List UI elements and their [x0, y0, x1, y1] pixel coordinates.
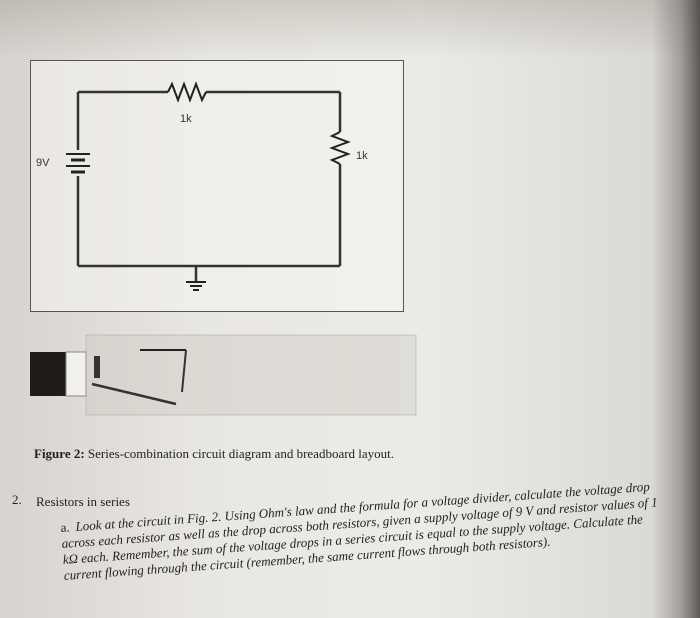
question-part-marker: a.: [60, 519, 71, 535]
breadboard-outline: [85, 334, 417, 416]
top-resistor-label: 1k: [180, 113, 192, 125]
page-edge-shadow: [652, 0, 700, 618]
breadboard-component: [94, 356, 100, 378]
figure-caption: Figure 2: Series-combination circuit dia…: [34, 446, 394, 462]
breadboard-wire-diagonal: [91, 382, 177, 406]
caption-text: Series-combination circuit diagram and b…: [84, 446, 395, 461]
right-resistor-label: 1k: [356, 150, 368, 162]
page-top-shadow: [0, 0, 700, 60]
battery-label: 9V: [36, 157, 50, 169]
circuit-figure-frame: [30, 60, 404, 312]
question-title: Resistors in series: [36, 494, 130, 509]
question-number: 2.: [12, 492, 22, 507]
battery-block-light: [65, 351, 87, 397]
caption-prefix: Figure 2:: [34, 446, 85, 461]
top-resistor-symbol: [167, 81, 207, 103]
battery-block-dark: [30, 352, 66, 396]
breadboard-wire-vertical: [181, 349, 187, 393]
right-resistor-symbol: [329, 131, 351, 165]
